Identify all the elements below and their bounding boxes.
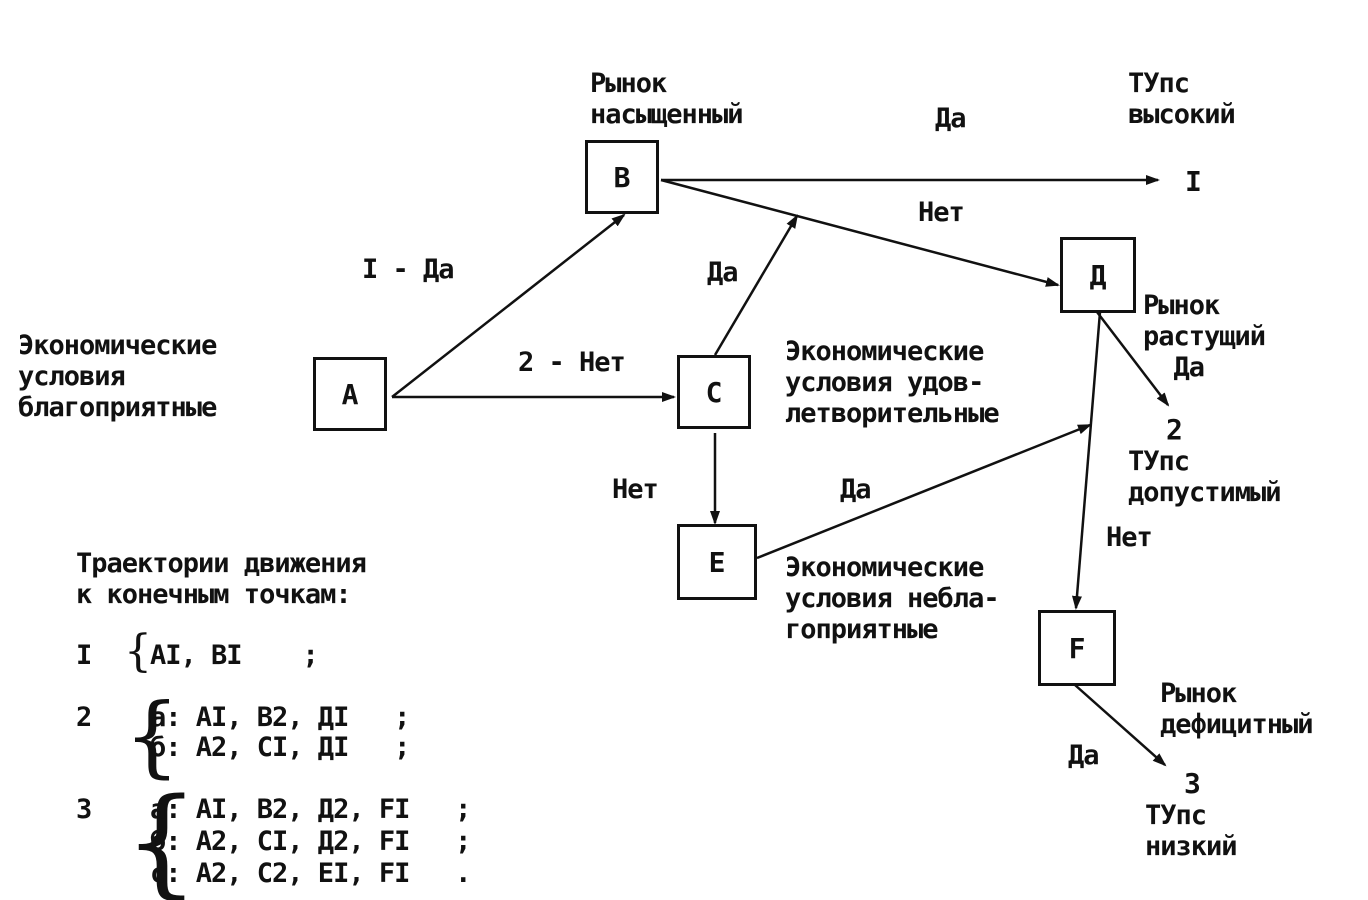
legend-row-2-line-2: б: A2, CI, ДI ;: [150, 732, 410, 763]
legend-row-3-line-1: a: AI, B2, Д2, FI ;: [150, 794, 471, 825]
node-a-label: A: [341, 377, 359, 411]
label-market-growing: Рынок растущий Да: [1143, 290, 1266, 383]
legend-row-2-number: 2: [76, 702, 92, 733]
label-endpoint-2: 2: [1166, 413, 1183, 446]
node-c-label: C: [705, 375, 723, 409]
label-market-saturated: Рынок насыщенный: [590, 68, 744, 130]
label-net-c-e: Нет: [612, 474, 659, 505]
label-da-f: Да: [1068, 740, 1100, 771]
legend-row-1-number: I: [76, 640, 92, 671]
node-e: E: [677, 524, 757, 600]
legend-row-3-number: 3: [76, 794, 92, 825]
label-econ-satisfactory: Экономические условия удов- летворительн…: [785, 336, 1000, 429]
node-d-label: Д: [1089, 258, 1107, 292]
label-tups-high: ТУпс высокий: [1128, 68, 1236, 130]
edge-b-d: [660, 178, 1060, 287]
edge-e-df: [756, 423, 1092, 560]
node-e-label: E: [708, 545, 726, 579]
legend-row-1-line-1: AI, BI ;: [150, 640, 319, 671]
label-da-e-d: Да: [840, 474, 872, 505]
edge-f-3: [1074, 684, 1167, 767]
legend-row-2-line-1: a: AI, B2, ДI ;: [150, 702, 410, 733]
label-net-d-f: Нет: [1106, 522, 1153, 553]
legend-row-3-line-2: б: A2, CI, Д2, FI ;: [150, 826, 471, 857]
node-d: Д: [1060, 237, 1136, 313]
label-i-da: I - Да: [362, 254, 455, 285]
node-a: A: [313, 357, 387, 431]
label-market-deficit: Рынок дефицитный: [1160, 678, 1314, 740]
label-tups-acceptable: ТУпс допустимый: [1128, 446, 1282, 508]
label-endpoint-1: I: [1185, 165, 1202, 198]
node-b: B: [585, 140, 659, 214]
legend-row-1-brace: {: [124, 626, 152, 677]
node-c: C: [677, 355, 751, 429]
label-tups-low: ТУпс низкий: [1145, 800, 1238, 862]
legend-row-2-brace: {: [124, 684, 180, 787]
label-two-net: 2 - Нет: [518, 347, 626, 378]
label-econ-favorable: Экономические условия благоприятные: [18, 330, 217, 423]
label-endpoint-3: 3: [1184, 767, 1201, 800]
edge-c-bd: [713, 214, 799, 356]
label-da-top: Да: [935, 103, 967, 134]
legend-row-3-brace: {: [124, 772, 200, 900]
edge-d-f: [1071, 311, 1102, 610]
node-f-label: F: [1068, 631, 1086, 665]
edge-a-b: [391, 213, 626, 398]
label-da-c-b: Да: [707, 257, 739, 288]
legend-title: Траектории движения к конечным точкам:: [76, 548, 367, 610]
label-net-b-d: Нет: [918, 197, 965, 228]
edge-d-2: [1096, 311, 1170, 407]
label-econ-unfavorable: Экономические условия небла- гоприятные: [785, 552, 1000, 645]
node-b-label: B: [613, 160, 631, 194]
legend-row-3-line-3: c: A2, C2, EI, FI .: [150, 858, 471, 889]
node-f: F: [1038, 610, 1116, 686]
